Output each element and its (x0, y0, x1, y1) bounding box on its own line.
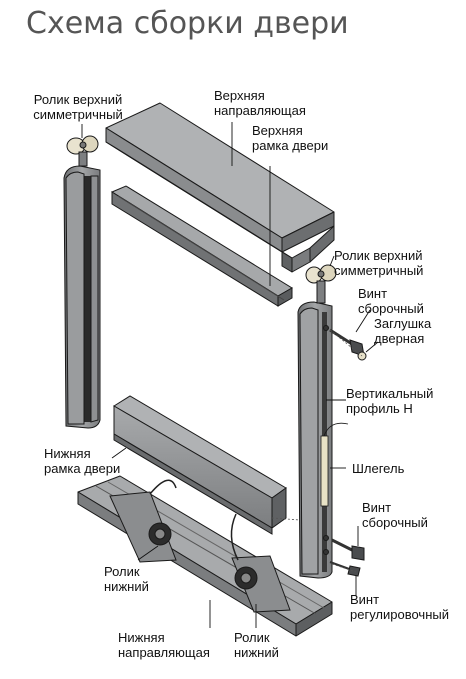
label-screw-assembly-bottom-line2: сборочный (362, 515, 428, 530)
label-roller-bottom-left-line1: Ролик (104, 564, 140, 579)
label-screw-assembly-bottom-line1: Винт (362, 500, 392, 515)
screw-bottom (323, 535, 365, 577)
label-roller-top-left-line1: Ролик верхний (33, 92, 123, 107)
label-vertical-profile-line2: профиль Н (346, 401, 413, 416)
label-bottom-rail-line1: Нижняя (118, 630, 165, 645)
label-door-plug-line2: дверная (374, 331, 425, 346)
seal-strip (320, 422, 349, 507)
label-roller-top-right-line1: Ролик верхний (334, 248, 423, 263)
label-top-frame-line1: Верхняя (252, 123, 303, 138)
label-bottom-frame-line2: рамка двери (44, 461, 121, 476)
label-screw-assembly-top: Винт сборочный (358, 286, 424, 316)
roller-top-right-part (305, 264, 337, 304)
screw-top (323, 325, 367, 361)
label-top-rail: Верхняя направляющая (214, 88, 306, 118)
label-roller-bottom-right-line2: нижний (234, 645, 279, 660)
top-frame (110, 185, 293, 307)
leader-lines (81, 122, 379, 628)
bottom-frame (113, 395, 301, 535)
label-roller-top-right-line2: симметричный (334, 263, 424, 278)
roller-bottom-right-part (230, 513, 291, 613)
label-screw-adjust: Винт регулировочный (350, 592, 449, 622)
label-door-plug: Заглушка дверная (374, 316, 431, 346)
label-top-frame: Верхняя рамка двери (252, 123, 328, 153)
label-top-rail-line1: Верхняя (214, 88, 265, 103)
label-roller-bottom-left-line2: нижний (104, 579, 149, 594)
label-bottom-frame: Нижняя рамка двери (44, 446, 120, 476)
label-roller-bottom-right-line1: Ролик (234, 630, 270, 645)
label-door-plug-line1: Заглушка (374, 316, 432, 331)
label-roller-top-left: Ролик верхний симметричный (18, 92, 138, 122)
top-rail (105, 102, 335, 273)
label-vertical-profile-line1: Вертикальный (346, 386, 434, 401)
label-screw-adjust-line1: Винт (350, 592, 380, 607)
page-title: Схема сборки двери (26, 6, 349, 41)
label-screw-assembly-bottom: Винт сборочный (362, 500, 428, 530)
roller-bottom-left-part (109, 479, 177, 563)
label-roller-top-right: Ролик верхний симметричный (334, 248, 423, 278)
label-seal-strip-line1: Шлегель (352, 461, 405, 476)
label-screw-assembly-top-line2: сборочный (358, 301, 424, 316)
label-roller-bottom-right: Ролик нижний (234, 630, 279, 660)
label-roller-bottom-left: Ролик нижний (104, 564, 149, 594)
label-bottom-rail-line2: направляющая (118, 645, 210, 660)
label-top-rail-line2: направляющая (214, 103, 306, 118)
label-screw-adjust-line2: регулировочный (350, 607, 449, 622)
label-screw-assembly-top-line1: Винт (358, 286, 388, 301)
label-bottom-frame-line1: Нижняя (44, 446, 91, 461)
label-roller-top-left-line2: симметричный (33, 107, 123, 122)
left-vertical-profile (63, 165, 101, 429)
label-top-frame-line2: рамка двери (252, 138, 329, 153)
label-seal-strip: Шлегель (352, 461, 404, 476)
label-bottom-rail: Нижняя направляющая (118, 630, 210, 660)
roller-top-left-part (66, 135, 99, 167)
label-vertical-profile: Вертикальный профиль Н (346, 386, 433, 416)
